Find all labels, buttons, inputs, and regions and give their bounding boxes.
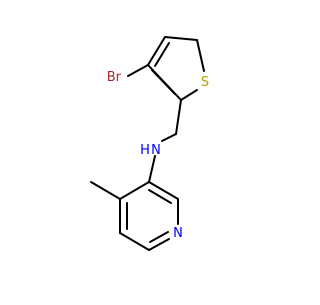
bond-c6-n-pyridine [148,238,170,251]
bond-c3-c4-pyridine [119,181,150,200]
bond-s-c2-thiophene [180,89,198,101]
bond-c2-c3-pyridine [148,181,179,200]
atom-label-s: S [201,75,209,90]
bond-c2-c3-thiophene-double [151,69,176,95]
atom-label-br: Br [107,70,122,85]
bond-c5-c6-pyridine [119,232,150,251]
atom-label-nh-h: H [140,143,150,158]
bond-c6-n-pyridine-double [149,231,169,243]
molecule-diagram: Br S H N N [90,36,209,251]
structure-canvas: Br S H N N [90,36,209,251]
bond-c3-br [127,64,149,77]
bond-c4-methyl [90,181,121,200]
bond-c4-c5-thiophene [164,36,198,41]
atom-label-nh-n: N [151,143,161,158]
bond-c3-c4-thiophene-double [154,42,170,67]
bond-c5-s-thiophene [196,39,205,72]
bond-c3-c4-thiophene [147,36,166,66]
atom-label-pyridine-n: N [173,226,183,241]
bond-ch2-nh [161,133,177,142]
bond-c2-c3-pyridine-double [148,189,172,204]
bond-nh-c3-pyridine [148,155,156,183]
bond-c2-ch2 [175,99,182,135]
